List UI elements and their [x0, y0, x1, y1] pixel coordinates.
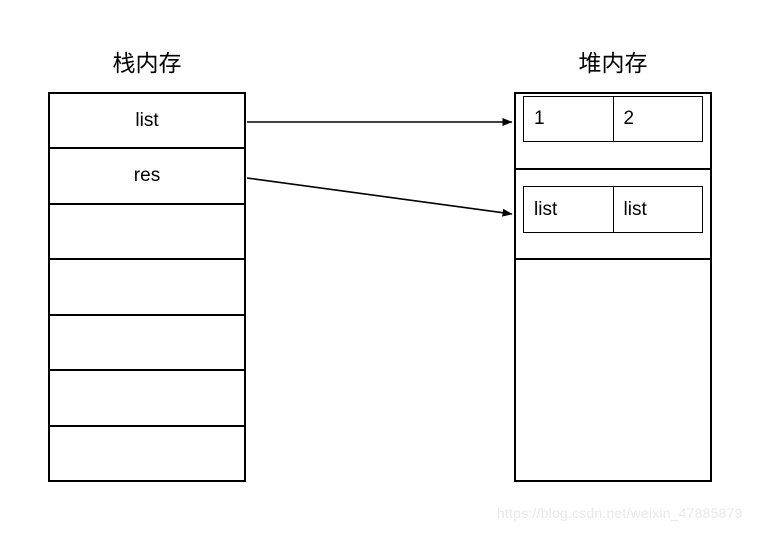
- stack-row-label: res: [133, 165, 161, 187]
- arrow-res-to-array: [246, 177, 513, 217]
- heap-array-object: 1 2: [523, 96, 703, 142]
- stack-memory-title: 栈内存: [112, 50, 182, 76]
- array-cell-value: list: [623, 198, 647, 220]
- array-cell: 2: [614, 97, 703, 141]
- stack-row: [50, 205, 244, 261]
- stack-row: res: [50, 149, 244, 205]
- array-cell: list: [524, 187, 614, 232]
- stack-row: [50, 316, 244, 372]
- array-cell: list: [614, 187, 703, 232]
- heap-section: list list: [516, 170, 710, 260]
- heap-memory-title: 堆内存: [578, 50, 648, 76]
- array-cell-value: 2: [623, 108, 635, 129]
- stack-row: [50, 427, 244, 480]
- array-cell-value: list: [534, 198, 558, 220]
- heap-section: 1 2: [516, 94, 710, 170]
- stack-row-label: list: [135, 109, 159, 131]
- array-cell: 1: [524, 97, 614, 141]
- array-cell-value: 1: [534, 108, 545, 129]
- watermark-text: https://blog.csdn.net/weixin_47885879: [497, 505, 743, 521]
- heap-memory-box: 1 2 list list: [514, 92, 712, 482]
- stack-memory-table: list res: [48, 92, 246, 482]
- stack-row: [50, 371, 244, 427]
- stack-row: [50, 260, 244, 316]
- stack-row: list: [50, 94, 244, 150]
- heap-array-object: list list: [523, 186, 703, 233]
- heap-section-empty: [516, 260, 710, 480]
